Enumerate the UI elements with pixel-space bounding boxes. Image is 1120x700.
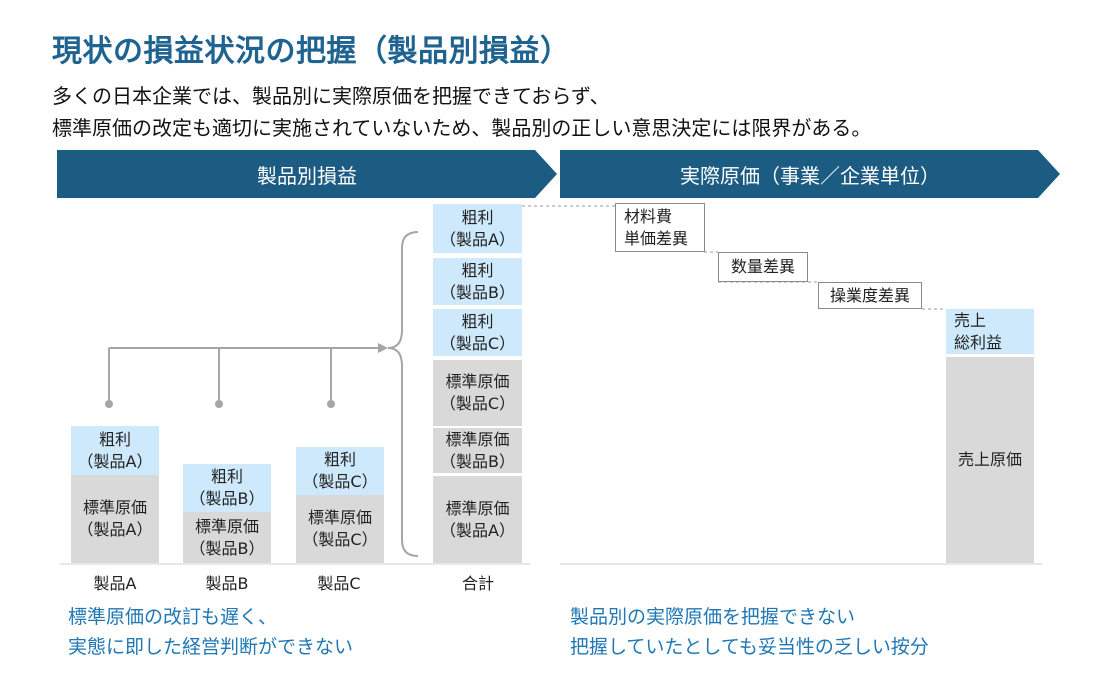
variance-material-price: 材料費 単価差異 <box>615 203 705 252</box>
note-left-line-1: 標準原価の改訂も遅く、 <box>68 606 278 628</box>
banner-product-pnl-label: 製品別損益 <box>257 163 357 188</box>
cogs-bar: 売上原価 <box>946 357 1034 563</box>
total-cost-c: 標準原価 （製品C） <box>433 360 522 426</box>
page-title: 現状の損益状況の把握（製品別損益） <box>52 34 571 69</box>
variance-quantity: 数量差異 <box>718 252 808 282</box>
x-label-total: 合計 <box>461 574 494 593</box>
total-profit-b: 粗利 （製品B） <box>433 258 522 305</box>
bar-b-profit: 粗利 （製品B） <box>183 464 271 512</box>
total-cost-b: 標準原価 （製品B） <box>433 428 522 473</box>
banner-actual-cost: 実際原価（事業／企業単位） <box>560 150 1060 198</box>
bar-a-cost: 標準原価 （製品A） <box>71 475 159 563</box>
banner-product-pnl: 製品別損益 <box>57 150 557 198</box>
bar-a-profit: 粗利 （製品A） <box>71 426 159 475</box>
banner-actual-cost-label: 実際原価（事業／企業単位） <box>680 163 940 188</box>
variance-operation: 操業度差異 <box>818 282 922 309</box>
note-left-line-2: 実態に即した経営判断ができない <box>68 636 354 658</box>
note-left: 標準原価の改訂も遅く、 実態に即した経営判断ができない <box>68 602 353 662</box>
bar-b-cost: 標準原価 （製品B） <box>183 512 271 563</box>
subtitle-line-1: 多くの日本企業では、製品別に実際原価を把握できておらず、 <box>52 84 610 108</box>
note-right-line-2: 把握していたとしても妥当性の乏しい按分 <box>570 636 929 658</box>
bar-c-cost: 標準原価 （製品C） <box>296 495 384 563</box>
total-cost-a: 標準原価 （製品A） <box>433 476 522 563</box>
gross-profit-bar: 売上 総利益 <box>946 309 1034 354</box>
note-right: 製品別の実際原価を把握できない 把握していたとしても妥当性の乏しい按分 <box>570 602 929 662</box>
subtitle: 多くの日本企業では、製品別に実際原価を把握できておらず、 標準原価の改定も適切に… <box>52 80 871 144</box>
x-label-c: 製品C <box>317 574 361 593</box>
subtitle-line-2: 標準原価の改定も適切に実施されていないため、製品別の正しい意思決定には限界がある… <box>52 116 872 140</box>
x-label-b: 製品B <box>205 574 249 593</box>
bar-c-profit: 粗利 （製品C） <box>296 447 384 495</box>
x-label-a: 製品A <box>93 574 137 593</box>
total-profit-a: 粗利 （製品A） <box>433 204 522 253</box>
note-right-line-1: 製品別の実際原価を把握できない <box>570 606 856 628</box>
total-profit-c: 粗利 （製品C） <box>433 309 522 356</box>
